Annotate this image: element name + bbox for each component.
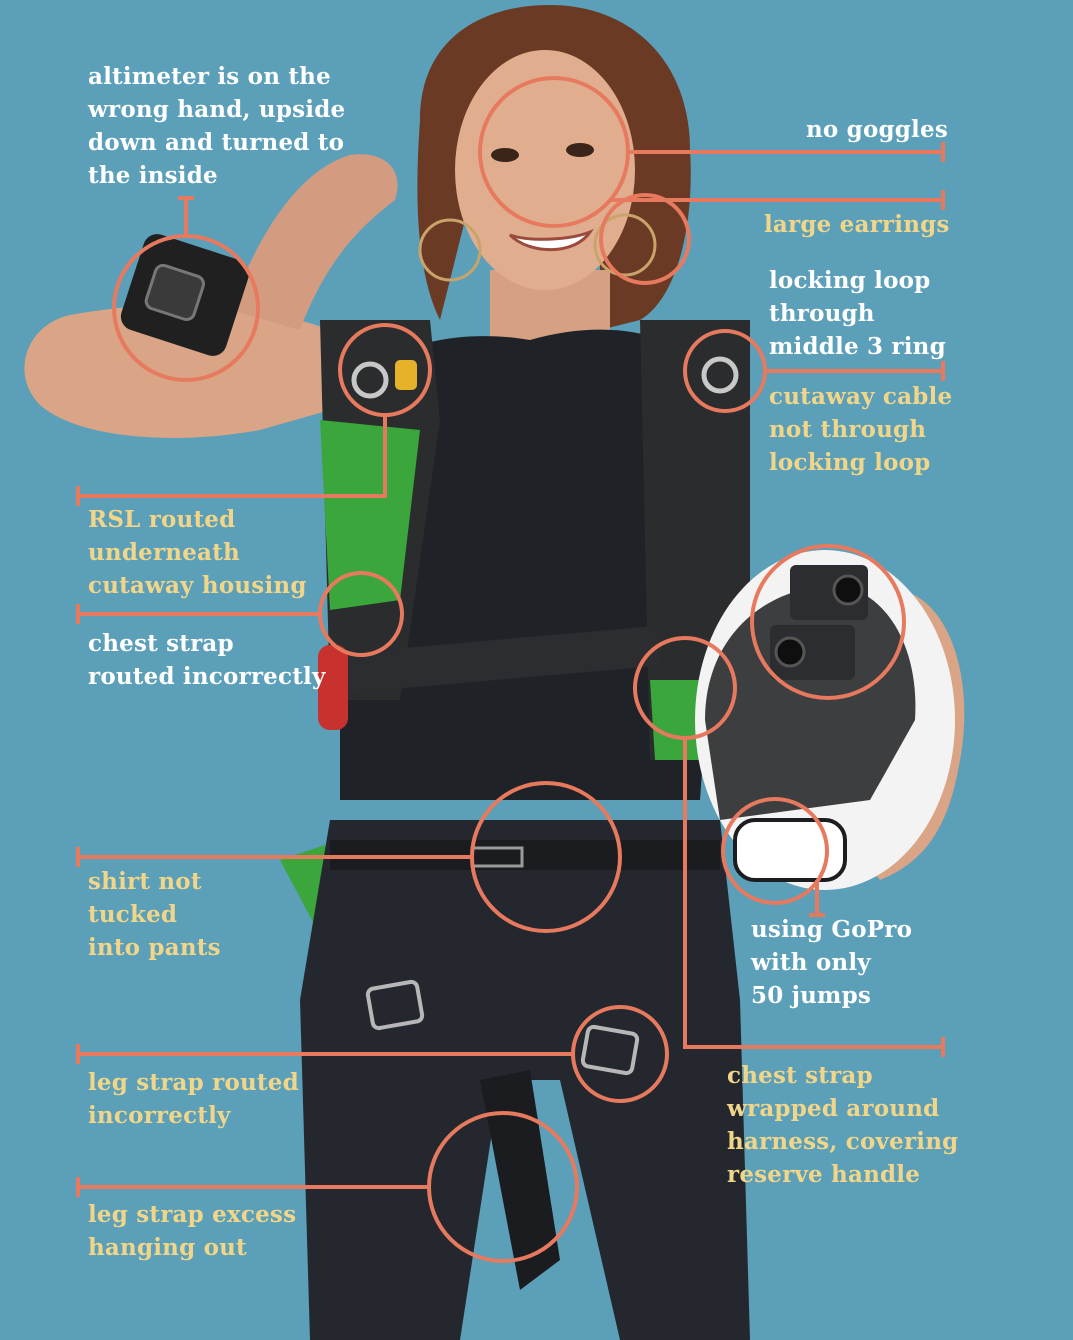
annotation-rsl-line-1: RSL routed: [88, 506, 236, 533]
annotation-shirt-line-3: into pants: [88, 934, 221, 961]
callout-circle-earrings: [599, 193, 691, 285]
eye-left: [491, 148, 519, 162]
annotation-earrings-line-1: large earrings: [764, 211, 950, 238]
annotation-locking-loop: locking loop through middle 3 ring: [769, 264, 946, 363]
gopro-top-lens: [832, 574, 864, 606]
annotation-chest-strap-wrapped-line-4: reserve handle: [727, 1161, 921, 1188]
smile: [508, 228, 594, 252]
annotation-leg-strap-routing-line-1: leg strap routed: [88, 1069, 299, 1096]
annotation-leg-strap-routing-line-2: incorrectly: [88, 1102, 231, 1129]
annotation-leg-strap-excess-line-2: hanging out: [88, 1234, 247, 1261]
annotation-chest-strap-wrapped-line-1: chest strap: [727, 1062, 873, 1089]
annotation-shirt: shirt not tucked into pants: [88, 865, 221, 964]
leg-strap-excess: [480, 1070, 560, 1290]
red-handle: [318, 645, 348, 730]
leg-strap-buckle-right: [580, 1024, 640, 1076]
annotation-chest-strap-wrapped-line-3: harness, covering: [727, 1128, 959, 1155]
annotation-chest-strap-routing: chest strap routed incorrectly: [88, 627, 326, 693]
annotation-cutaway-cable-line-3: locking loop: [769, 449, 931, 476]
forearm: [230, 154, 398, 330]
three-ring-right: [701, 356, 739, 394]
annotation-chest-strap-wrapped-line-2: wrapped around: [727, 1095, 940, 1122]
helmet-visor: [733, 818, 847, 882]
annotation-gopro: using GoPro with only 50 jumps: [751, 913, 912, 1012]
annotation-shirt-line-1: shirt not: [88, 868, 202, 895]
yellow-tag: [395, 360, 417, 390]
callout-circle-gopro: [750, 544, 906, 700]
annotation-altimeter-line-3: down and turned to: [88, 129, 345, 156]
annotation-chest-strap-wrapped: chest strap wrapped around harness, cove…: [727, 1059, 958, 1191]
annotation-cutaway-cable: cutaway cable not through locking loop: [769, 380, 952, 479]
annotation-gopro-line-1: using GoPro: [751, 916, 913, 943]
annotation-locking-loop-line-1: locking loop: [769, 267, 931, 294]
annotation-rsl-line-2: underneath: [88, 539, 240, 566]
helmet-opening: [705, 585, 916, 820]
earring-right: [593, 213, 657, 277]
annotation-gopro-line-3: 50 jumps: [751, 982, 872, 1009]
annotation-rsl-line-3: cutaway housing: [88, 572, 307, 599]
annotation-leg-strap-excess-line-1: leg strap excess: [88, 1201, 297, 1228]
green-riser-cover: [320, 420, 420, 610]
annotation-shirt-line-2: tucked: [88, 901, 178, 928]
callout-circle-visor: [721, 797, 829, 905]
eye-right: [566, 143, 594, 157]
gopro-bottom-lens: [774, 636, 806, 668]
face: [455, 50, 635, 290]
green-harness-right: [650, 680, 700, 760]
altimeter-device: [144, 263, 205, 322]
chest-strap: [328, 625, 662, 695]
annotation-gopro-line-2: with only: [751, 949, 871, 976]
annotation-goggles: no goggles: [806, 113, 948, 146]
annotation-rsl: RSL routed underneath cutaway housing: [88, 503, 307, 602]
annotation-altimeter-line-2: wrong hand, upside: [88, 96, 346, 123]
annotation-goggles-line-1: no goggles: [806, 116, 948, 143]
annotation-chest-strap-routing-line-1: chest strap: [88, 630, 234, 657]
annotation-chest-strap-routing-line-2: routed incorrectly: [88, 663, 326, 690]
person-figure: [24, 5, 965, 1340]
annotation-leg-strap-routing: leg strap routed incorrectly: [88, 1066, 299, 1132]
annotation-altimeter: altimeter is on the wrong hand, upside d…: [88, 60, 345, 192]
annotation-locking-loop-line-3: middle 3 ring: [769, 333, 946, 360]
leader-rsl: [78, 415, 387, 498]
annotation-cutaway-cable-line-1: cutaway cable: [769, 383, 953, 410]
annotation-overlay: [76, 76, 945, 1263]
leader-reserve: [683, 738, 943, 1049]
annotation-leg-strap-excess: leg strap excess hanging out: [88, 1198, 296, 1264]
annotation-cutaway-cable-line-2: not through: [769, 416, 927, 443]
annotation-altimeter-line-4: the inside: [88, 162, 218, 189]
three-ring-left: [351, 361, 389, 399]
leg-strap-buckle-left: [365, 979, 425, 1031]
annotation-altimeter-line-1: altimeter is on the: [88, 63, 331, 90]
annotation-earrings: large earrings: [764, 208, 950, 241]
earring-left: [418, 218, 482, 282]
raised-arm: [24, 305, 331, 438]
annotation-locking-loop-line-2: through: [769, 300, 875, 327]
